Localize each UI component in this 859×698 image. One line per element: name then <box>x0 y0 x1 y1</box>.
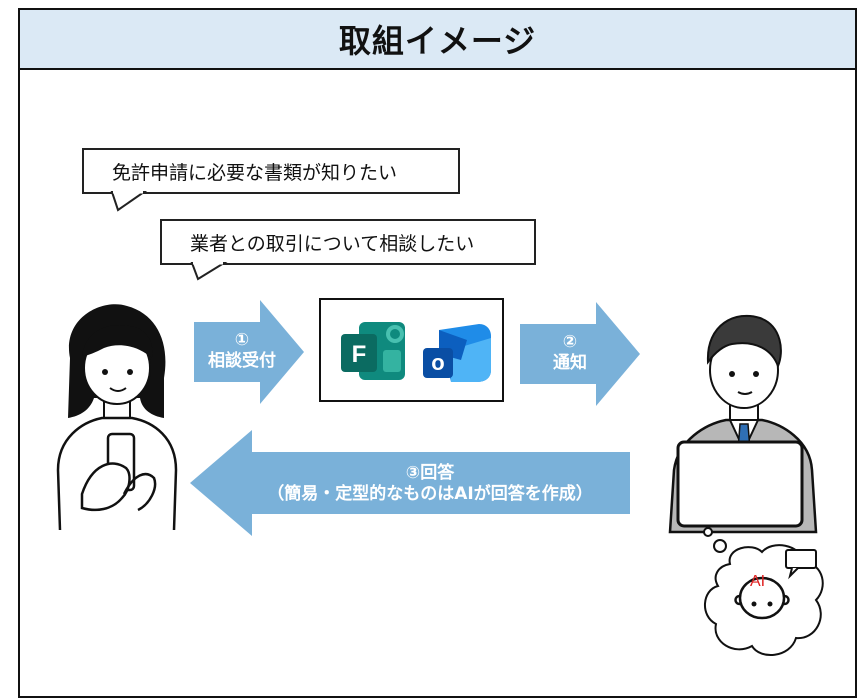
title-bar: 取組イメージ <box>18 8 857 70</box>
arrow-step3 <box>190 430 630 536</box>
arrow-step3-title: ③回答 <box>405 463 455 483</box>
page-title: 取組イメージ <box>338 22 537 60</box>
microsoft-forms-icon: F <box>341 322 405 380</box>
app-icons-box: F o <box>319 298 504 402</box>
speech-bubble-documents: 免許申請に必要な書類が知りたい <box>82 148 460 194</box>
outlook-letter: o <box>431 350 444 375</box>
arrow-step2-label: ② 通知 <box>520 332 620 374</box>
arrow-step1-text: 相談受付 <box>208 351 276 371</box>
arrow-step3-label: ③回答 （簡易・定型的なものはAIが回答を作成） <box>230 463 630 505</box>
arrow-step2 <box>520 302 640 406</box>
speech-bubble-documents-tail <box>110 190 148 212</box>
man-laptop-illustration <box>668 314 818 534</box>
speech-bubble-consultation-text: 業者との取引について相談したい <box>190 232 475 255</box>
woman-smartphone-illustration <box>56 304 178 531</box>
arrow-step1 <box>194 300 304 404</box>
speech-bubble-consultation: 業者との取引について相談したい <box>160 219 536 265</box>
speech-bubble-documents-text: 免許申請に必要な書類が知りたい <box>112 161 398 184</box>
ai-label: AI <box>750 573 766 590</box>
arrow-step2-text: 通知 <box>553 353 587 373</box>
microsoft-outlook-icon: o <box>423 324 491 382</box>
arrow-step1-label: ① 相談受付 <box>194 330 290 372</box>
arrow-step1-number: ① <box>234 330 250 350</box>
arrow-step3-note: （簡易・定型的なものはAIが回答を作成） <box>267 484 593 504</box>
forms-letter: F <box>352 341 367 368</box>
ai-thought-bubble <box>703 527 824 657</box>
arrow-step2-number: ② <box>562 332 578 352</box>
speech-bubble-consultation-tail <box>190 261 228 281</box>
